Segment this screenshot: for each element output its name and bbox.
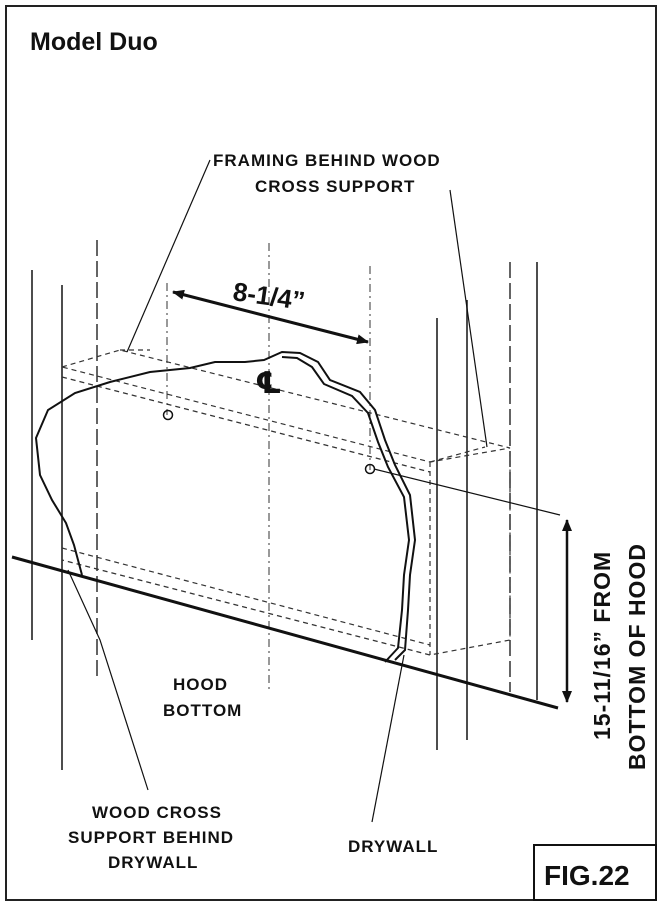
hood-outline <box>34 350 417 663</box>
height-extension-line <box>373 468 561 516</box>
framing-label-line2: CROSS SUPPORT <box>255 177 415 196</box>
wall-studs <box>31 262 538 770</box>
framing-leaders <box>126 159 488 448</box>
drywall-label: DRYWALL <box>348 837 438 856</box>
hidden-framing <box>96 240 511 692</box>
wood-support-label-line1: WOOD CROSS <box>92 803 222 822</box>
drywall-leader <box>371 654 405 823</box>
centerline-symbol: ℄ <box>255 367 282 400</box>
hood-bottom-label-line2: BOTTOM <box>163 701 242 720</box>
width-dimension-arrow <box>172 289 369 345</box>
hood-bottom-label-line1: HOOD <box>173 675 228 694</box>
framing-label-line1: FRAMING BEHIND WOOD <box>213 151 441 170</box>
figure-box <box>533 844 657 901</box>
height-dimension-label-2: BOTTOM OF HOOD <box>624 543 650 770</box>
wood-cross-support <box>59 349 511 656</box>
wood-support-label-line2: SUPPORT BEHIND <box>68 828 234 847</box>
wood-support-leaders <box>67 569 149 791</box>
mounting-hole-left <box>162 409 174 421</box>
wood-support-label-line3: DRYWALL <box>108 853 198 872</box>
diagram-title: Model Duo <box>30 28 158 56</box>
page-border <box>5 5 657 901</box>
figure-number: FIG.22 <box>544 860 630 891</box>
height-dimension-label-1: 15-11/16” FROM <box>589 551 615 740</box>
hood-bottom-line <box>11 555 559 710</box>
